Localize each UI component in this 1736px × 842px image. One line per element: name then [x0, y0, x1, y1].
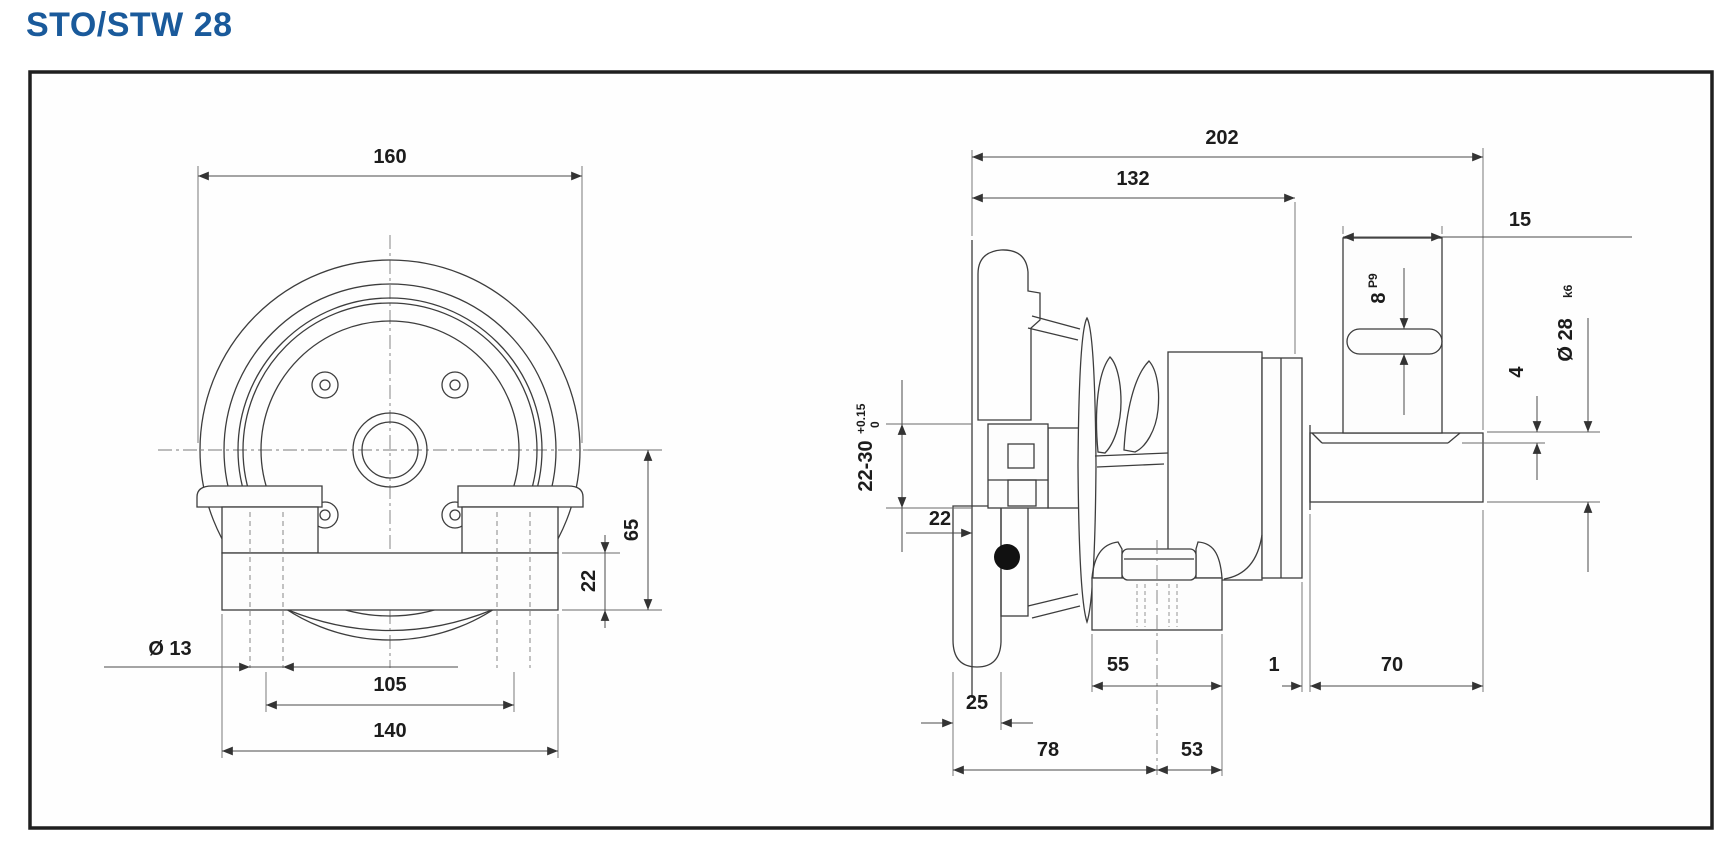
body-fillet — [1223, 534, 1263, 580]
dim-label-shaft-fit: k6 — [1561, 284, 1575, 298]
dim-total-length: 202 — [971, 127, 1484, 430]
dim-hole-spacing: 105 — [265, 672, 515, 712]
front-view: 160 65 22 — [104, 146, 662, 758]
dim-label-65: 65 — [621, 519, 643, 541]
dim-keyway-depth: 4 — [1462, 366, 1600, 480]
gear-body — [1167, 351, 1263, 581]
wheel-web-lines — [1027, 315, 1081, 619]
dim-label-25: 25 — [966, 692, 988, 714]
dim-boss-width: 55 — [1091, 634, 1223, 776]
mounting-feet — [196, 485, 584, 668]
dim-keyway-length: 15 — [1342, 209, 1632, 242]
housing-circles — [199, 259, 581, 641]
dim-front-base-step: 22 — [562, 535, 620, 628]
dim-center-to-face: 53 — [1157, 739, 1222, 775]
dim-label-160: 160 — [373, 146, 406, 168]
dim-label-22-section: 22 — [929, 508, 951, 530]
dim-label-22-front: 22 — [578, 570, 600, 592]
dim-label-78: 78 — [1037, 739, 1059, 761]
dim-label-4: 4 — [1506, 366, 1528, 378]
worm-thread — [1094, 356, 1169, 468]
dim-hub-length: 22 — [906, 508, 972, 538]
dim-housing-length: 132 — [972, 168, 1296, 354]
dim-label-70: 70 — [1381, 654, 1403, 676]
dim-front-total-width: 160 — [197, 146, 583, 443]
dim-shaft-diameter: Ø 28 k6 — [1487, 284, 1600, 572]
wheel-bottom-rim — [952, 505, 1002, 668]
dim-shaft-length: 70 — [1310, 510, 1484, 692]
disc-lens — [1077, 316, 1097, 625]
page-title: STO/STW 28 — [26, 6, 233, 44]
base-plate — [221, 552, 559, 611]
foot-lip-left — [196, 485, 323, 508]
dim-hub-bore: 22-30 +0.15 0 — [854, 380, 972, 552]
dim-base-width: 140 — [221, 614, 559, 758]
plug-dot — [994, 544, 1020, 570]
foot-lip-right — [457, 485, 584, 508]
dim-label-bore-tol-dn: 0 — [868, 421, 882, 428]
hub-bore-detail — [987, 423, 1049, 509]
output-boss — [1091, 540, 1223, 775]
dim-spacer-gap: 1 — [1268, 514, 1311, 692]
foot-block-right — [461, 506, 559, 554]
dim-label-key-tol: P9 — [1366, 273, 1380, 288]
wheel-top-rim — [977, 249, 1041, 421]
dim-label-53: 53 — [1181, 739, 1203, 761]
dim-label-shaft-dia: Ø 28 — [1555, 318, 1577, 361]
dim-foot-hole: Ø 13 — [104, 638, 458, 672]
keyway-detail-view: 8 P9 — [1342, 237, 1443, 434]
bearing-cap — [1261, 357, 1303, 579]
dim-label-key-width: 8 — [1368, 292, 1390, 303]
dim-label-bore: 22-30 — [855, 440, 877, 491]
dim-label-140: 140 — [373, 720, 406, 742]
dim-front-center-to-base: 65 — [562, 449, 662, 611]
dim-label-55: 55 — [1107, 654, 1129, 676]
dim-label-1: 1 — [1268, 654, 1279, 676]
center-bore — [352, 412, 428, 488]
dim-label-15: 15 — [1509, 209, 1531, 231]
dim-rim-width: 25 — [921, 672, 1033, 776]
bolt-holes — [311, 371, 469, 529]
dim-label-202: 202 — [1205, 127, 1238, 149]
housing-bottom-arc — [287, 609, 493, 632]
dim-label-132: 132 — [1116, 168, 1149, 190]
dim-label-bore-tol-up: +0.15 — [854, 403, 868, 434]
foot-block-left — [221, 506, 319, 554]
dim-label-hole-dia: Ø 13 — [148, 638, 191, 660]
section-view: 8 P9 202 132 — [854, 127, 1632, 776]
dim-wheel-to-center: 78 — [953, 739, 1157, 775]
dim-label-105: 105 — [373, 674, 406, 696]
